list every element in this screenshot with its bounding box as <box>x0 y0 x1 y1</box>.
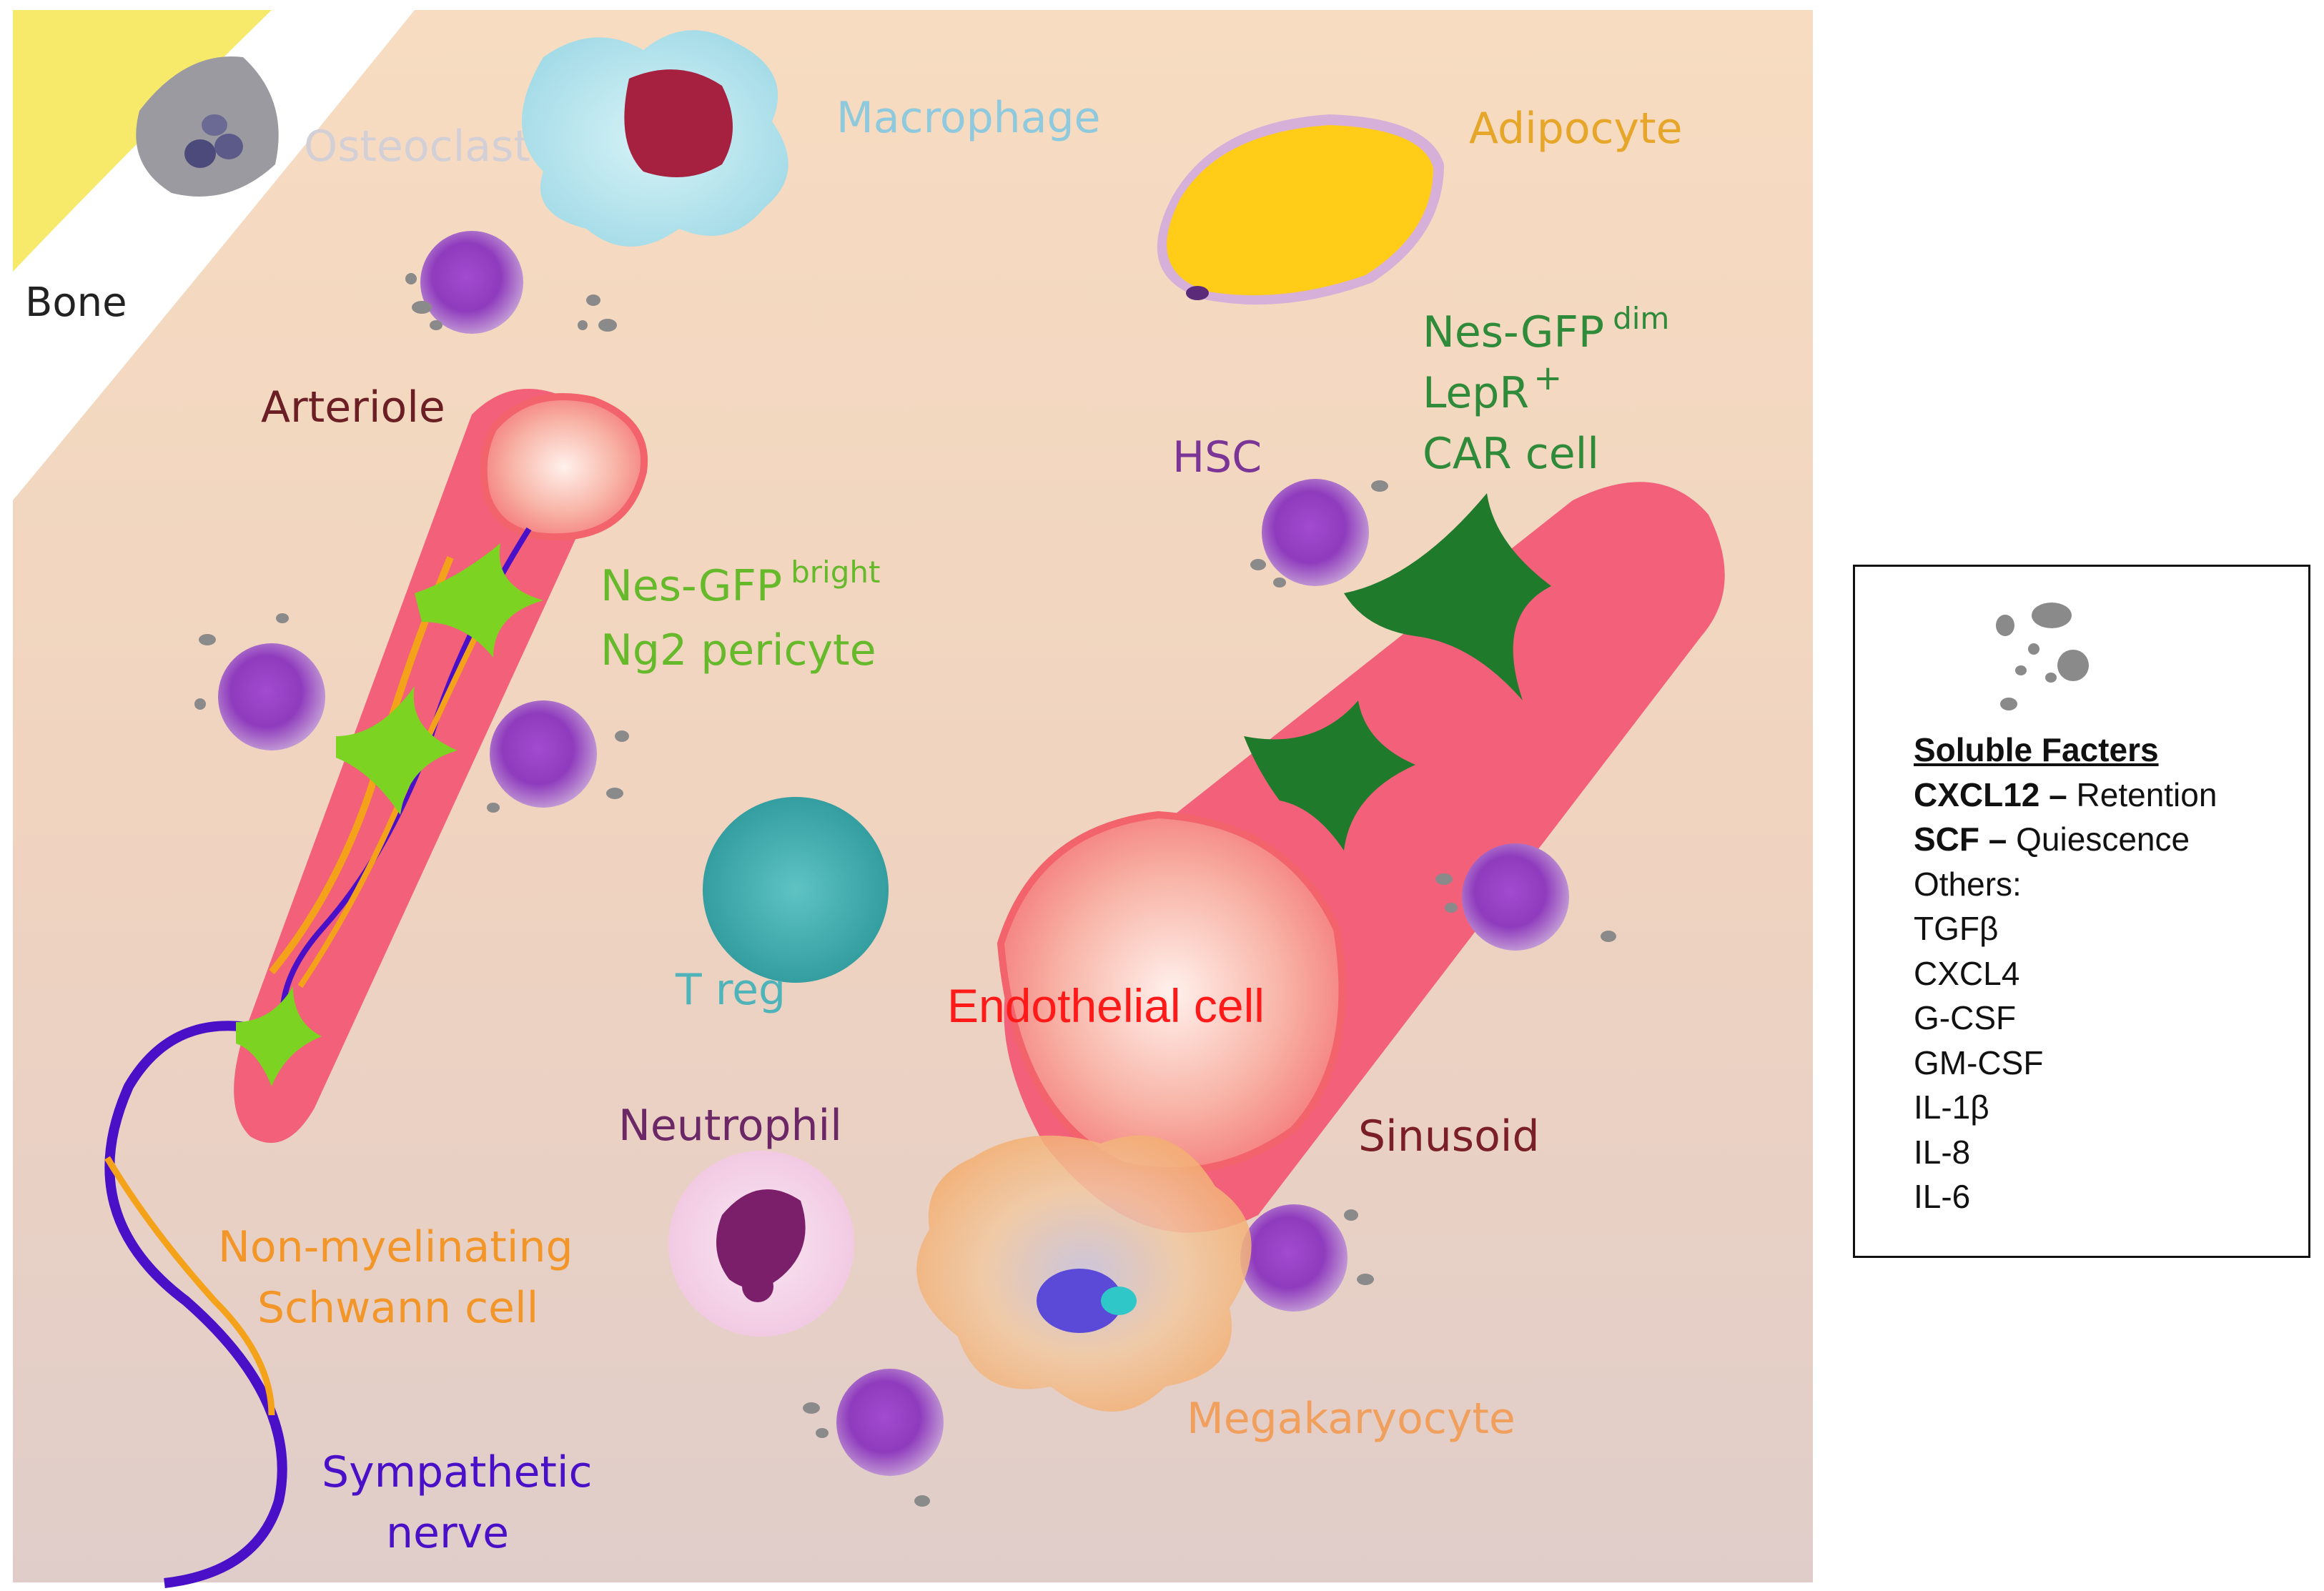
treg-cell <box>703 797 889 983</box>
sympathetic-nerve <box>104 1021 288 1588</box>
schwann-fiber-3 <box>104 1156 275 1416</box>
pericyte-1 <box>415 543 543 658</box>
bone-white-band <box>13 10 415 500</box>
bone-yellow-band <box>13 10 272 272</box>
endothelial-cell-label: Endothelial cell <box>947 979 1265 1032</box>
osteoclast-cell <box>136 56 279 197</box>
pericyte-2 <box>336 686 458 815</box>
legend-scf: SCF – Quiescence <box>1914 821 2190 858</box>
legend-factor: IL-6 <box>1914 1178 1971 1215</box>
sinusoid-label: Sinusoid <box>1358 1111 1540 1161</box>
hsc-label: HSC <box>1172 432 1262 482</box>
adipocyte-label: Adipocyte <box>1469 104 1682 154</box>
hsc-cells <box>218 231 1569 1476</box>
schwann-fiber-1 <box>269 556 454 975</box>
legend-factor: IL-8 <box>1914 1133 1971 1171</box>
megakaryocyte-cell <box>916 1135 1252 1412</box>
nerve-label-line2: nerve <box>386 1508 509 1558</box>
schwann-label-line1: Non-myelinating <box>218 1222 573 1272</box>
nerve-label-line1: Sympathetic <box>322 1447 593 1497</box>
legend-factor: IL-1β <box>1914 1089 1989 1126</box>
bone-label: Bone <box>25 279 127 326</box>
neutrophil-label: Neutrophil <box>618 1101 842 1151</box>
legend-factor: TGFβ <box>1914 910 1999 947</box>
ng2-pericyte-label: Ng2 pericyte <box>600 625 876 675</box>
osteoclast-label: Osteoclast <box>304 122 530 172</box>
soluble-factor-dots <box>194 273 1616 1507</box>
neutrophil-cell <box>668 1151 854 1337</box>
megakaryocyte-label: Megakaryocyte <box>1187 1394 1515 1444</box>
legend-factor: G-CSF <box>1914 999 2017 1036</box>
lepr-label: LepR+ <box>1423 358 1562 418</box>
macrophage-cell <box>522 30 788 247</box>
soluble-factors-icon <box>1996 603 2089 710</box>
legend-others: Others: <box>1914 865 2022 903</box>
car-cell-label: CAR cell <box>1423 429 1599 479</box>
car-cell-1 <box>1344 493 1551 700</box>
legend-cxcl12: CXCL12 – Retention <box>1914 775 2217 813</box>
legend-title: Soluble Facters <box>1914 731 2159 768</box>
car-cell-2 <box>1244 700 1415 851</box>
adipocyte-cell <box>1157 114 1444 305</box>
schwann-label-line2: Schwann cell <box>257 1283 538 1333</box>
treg-label: T reg <box>675 965 786 1015</box>
pericyte-3 <box>236 986 322 1086</box>
legend-factor: GM-CSF <box>1914 1044 2044 1081</box>
arteriole-label: Arteriole <box>261 382 445 432</box>
macrophage-label: Macrophage <box>836 93 1100 143</box>
legend-factor: CXCL4 <box>1914 954 2020 992</box>
soluble-factors-legend: Soluble Facters CXCL12 – Retention SCF –… <box>1853 565 2310 1258</box>
